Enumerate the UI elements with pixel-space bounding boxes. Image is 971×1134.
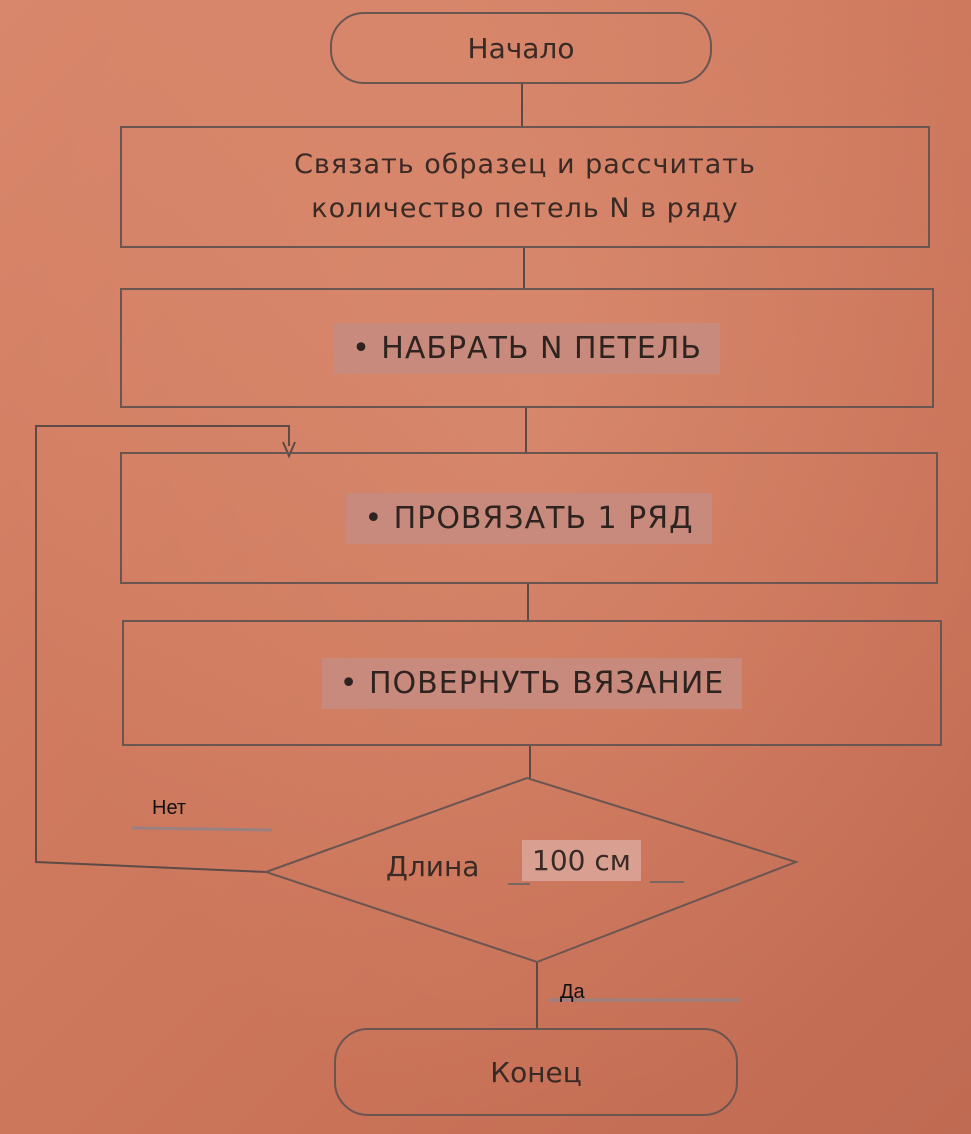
knit-row-text: • ПРОВЯЗАТЬ 1 РЯД [346, 492, 712, 544]
yes-branch-label: Да [560, 981, 585, 1003]
process-sample-text: Связать образец и рассчитать количество … [294, 149, 756, 224]
process-box-turn: • ПОВЕРНУТЬ ВЯЗАНИЕ [122, 620, 942, 746]
start-terminal: Начало [330, 12, 712, 84]
end-label: Конец [490, 1055, 582, 1089]
turn-work-text: • ПОВЕРНУТЬ ВЯЗАНИЕ [321, 657, 743, 709]
condition-label: Длина [386, 850, 480, 883]
process-box-sample: Связать образец и рассчитать количество … [120, 126, 930, 248]
start-label: Начало [467, 31, 575, 65]
process-box-knit-row: • ПРОВЯЗАТЬ 1 РЯД [120, 452, 938, 584]
process-box-cast-on: • НАБРАТЬ N ПЕТЕЛЬ [120, 288, 934, 408]
condition-value: 100 см [522, 840, 641, 881]
no-branch-label: Нет [152, 797, 187, 819]
cast-on-text: • НАБРАТЬ N ПЕТЕЛЬ [334, 322, 720, 374]
end-terminal: Конец [334, 1028, 738, 1116]
loop-back-no-line [35, 425, 290, 873]
no-underline [131, 826, 273, 832]
decision-diamond [262, 776, 800, 964]
loop-arrow-head [282, 441, 296, 459]
